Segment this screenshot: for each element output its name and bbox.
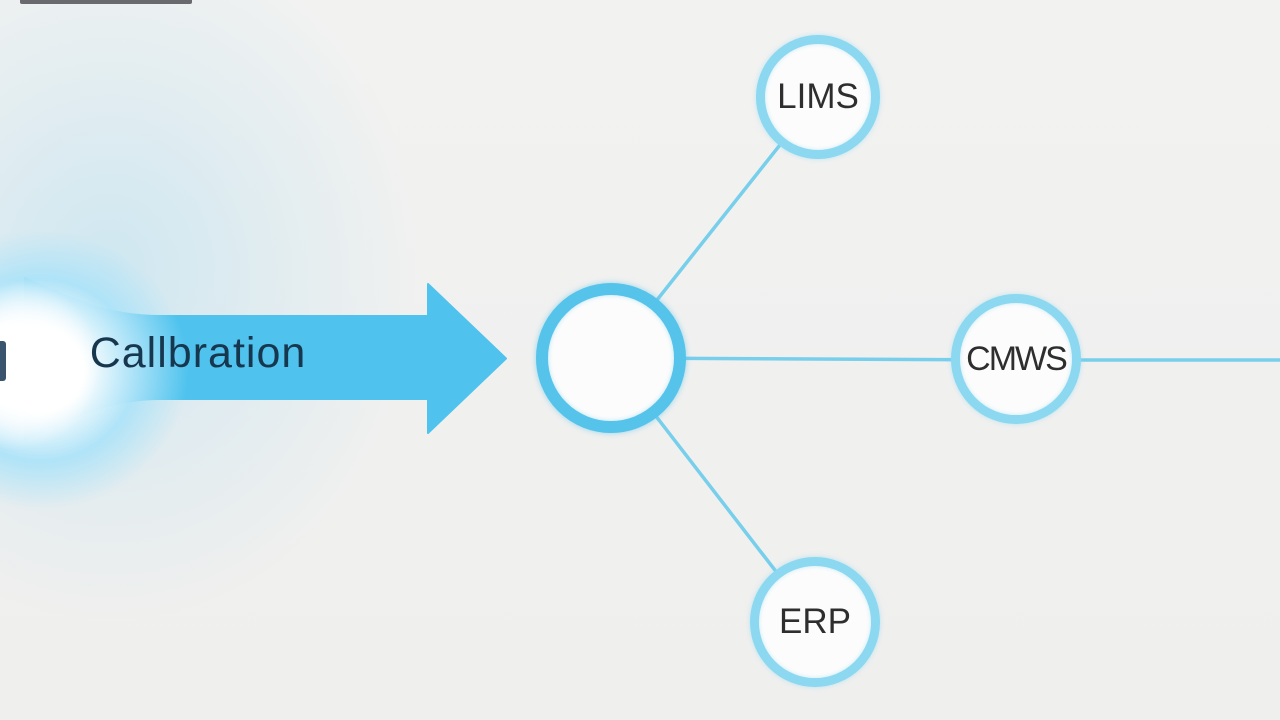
node-erp: ERP — [750, 557, 880, 687]
arrow-label: Callbration — [89, 329, 307, 377]
hub-node — [536, 283, 686, 433]
top-edge-artifact — [20, 0, 192, 4]
node-erp-label: ERP — [779, 602, 851, 641]
node-cmws: CMWS — [951, 294, 1081, 424]
node-lims: LIMS — [756, 35, 880, 159]
node-lims-label: LIMS — [777, 77, 859, 116]
clipped-glyph — [0, 341, 6, 381]
node-cmws-label: CMWS — [966, 339, 1068, 378]
